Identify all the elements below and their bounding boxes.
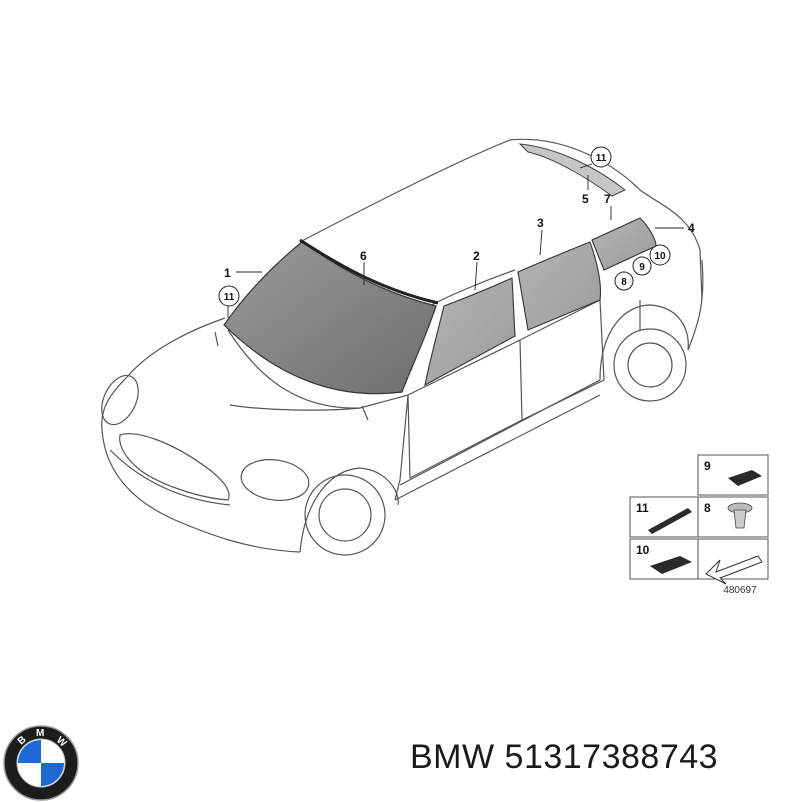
logo-blue-quadrant-tl <box>18 740 41 763</box>
legend-label-10: 10 <box>636 543 650 557</box>
part-10-pad-icon <box>650 556 692 574</box>
legend: 9 11 8 10 480697 <box>629 454 769 596</box>
callout-2: 2 <box>473 249 480 263</box>
windshield-trim <box>299 238 439 305</box>
svg-text:11: 11 <box>224 292 235 303</box>
callout-1: 1 <box>224 266 231 280</box>
circled-callout-11-left: 11 <box>218 285 240 307</box>
part-caption: BMW 51317388743 <box>410 738 792 786</box>
front-door-glass <box>424 277 516 387</box>
svg-text:8: 8 <box>621 277 627 288</box>
brand-name: BMW <box>410 738 495 776</box>
circled-callout-11-top: 11 <box>590 146 612 168</box>
part-9-pad-icon <box>728 470 762 486</box>
svg-text:9: 9 <box>639 262 645 273</box>
part-number: 51317388743 <box>504 738 719 776</box>
part-8-clip-icon <box>727 502 753 529</box>
circled-callout-10: 10 <box>649 244 671 266</box>
legend-label-9: 9 <box>704 459 711 473</box>
car-outline <box>101 138 704 556</box>
circled-callout-8: 8 <box>614 271 634 291</box>
legend-box-11 <box>629 496 699 538</box>
logo-letter-m: M <box>36 728 44 739</box>
callout-3: 3 <box>537 216 544 230</box>
rear-window-glass <box>518 143 626 197</box>
legend-label-11: 11 <box>636 501 649 515</box>
svg-text:10: 10 <box>654 251 666 262</box>
rear-door-glass <box>517 241 602 331</box>
callout-7: 7 <box>604 192 611 206</box>
diagram-id: 480697 <box>723 585 757 596</box>
part-11-strip-icon <box>648 508 692 534</box>
circled-callout-9: 9 <box>632 256 652 276</box>
windshield-glass <box>223 241 437 395</box>
legend-label-8: 8 <box>704 501 711 515</box>
leader-lines <box>227 163 684 318</box>
direction-arrow-icon <box>705 555 763 585</box>
callout-6: 6 <box>360 249 367 263</box>
callout-5: 5 <box>582 192 589 206</box>
bmw-logo: B M W <box>3 725 79 801</box>
svg-text:11: 11 <box>596 153 607 164</box>
logo-blue-quadrant-br <box>41 763 64 786</box>
callout-4: 4 <box>688 221 695 235</box>
